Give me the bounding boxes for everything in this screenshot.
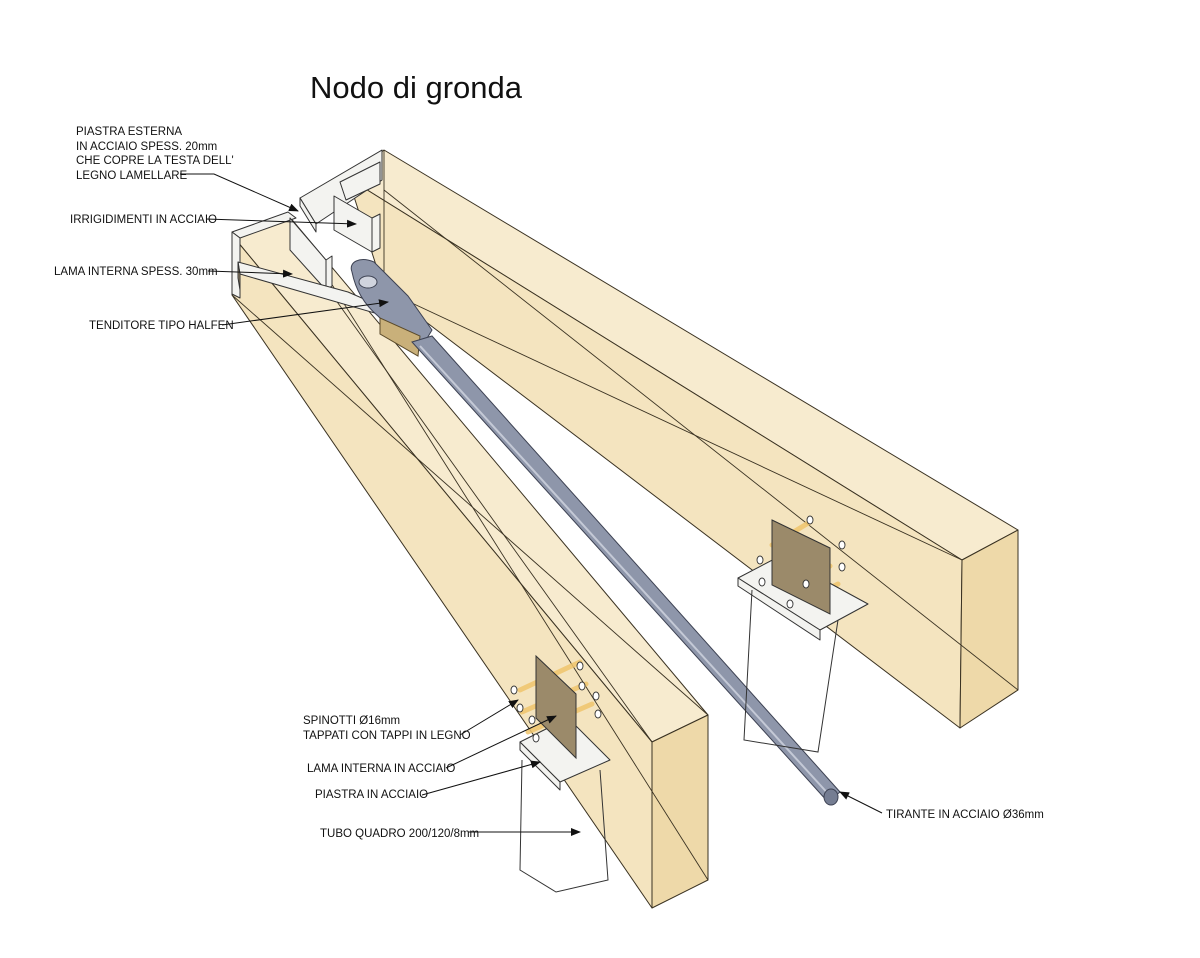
dowel-holes-right	[756, 515, 846, 609]
label-piastra-esterna-line2: IN ACCIAIO SPESS. 20mm	[76, 141, 217, 153]
label-piastra-esterna: PIASTRA ESTERNA IN ACCIAIO SPESS. 20mm C…	[76, 126, 299, 212]
label-lama-interna-spess-text: LAMA INTERNA SPESS. 30mm	[54, 266, 218, 278]
label-piastra-esterna-line3: CHE COPRE LA TESTA DELL'	[76, 155, 234, 167]
dowel-holes-left	[510, 661, 602, 743]
label-irrigidimenti: IRRIGIDIMENTI IN ACCIAIO	[70, 214, 357, 228]
square-tube-right	[743, 589, 839, 753]
internal-blade-right	[771, 519, 831, 615]
leader-irrigidimenti	[205, 218, 357, 228]
leader-piastra	[421, 760, 541, 796]
internal-blade-left	[535, 654, 577, 760]
internal-blade-edge	[237, 261, 241, 291]
external-plate-edge	[299, 197, 317, 233]
label-piastra-esterna-line4: LEGNO LAMELLARE	[76, 170, 188, 182]
left-support-assembly	[510, 654, 611, 893]
label-tenditore-text: TENDITORE TIPO HALFEN	[89, 320, 234, 332]
label-tirante-text: TIRANTE IN ACCIAIO Ø36mm	[886, 809, 1044, 821]
label-irrigidimenti-text: IRRIGIDIMENTI IN ACCIAIO	[70, 214, 217, 226]
cover-plate-rim	[339, 161, 381, 201]
external-plate-left-face	[231, 231, 241, 299]
diagram-title: Nodo di gronda	[310, 70, 523, 105]
label-lama-interna-spess: LAMA INTERNA SPESS. 30mm	[54, 266, 293, 278]
label-tubo: TUBO QUADRO 200/120/8mm	[320, 828, 581, 840]
label-piastra: PIASTRA IN ACCIAIO	[315, 760, 541, 801]
square-tube-left	[519, 759, 609, 893]
leader-lama-interna-spess	[207, 269, 293, 278]
leader-tenditore	[221, 299, 389, 326]
label-lama-interna-text: LAMA INTERNA IN ACCIAIO	[307, 763, 455, 775]
label-tenditore: TENDITORE TIPO HALFEN	[89, 299, 389, 332]
leader-lama-interna	[445, 715, 557, 769]
label-spinotti-line2: TAPPATI CON TAPPI IN LEGNO	[303, 730, 471, 742]
label-lama-interna: LAMA INTERNA IN ACCIAIO	[307, 715, 557, 775]
label-tubo-text: TUBO QUADRO 200/120/8mm	[320, 828, 479, 840]
leader-piastra-esterna	[180, 173, 299, 212]
right-support-assembly	[737, 515, 869, 753]
label-spinotti-line1: SPINOTTI Ø16mm	[303, 715, 400, 727]
label-spinotti: SPINOTTI Ø16mm TAPPATI CON TAPPI IN LEGN…	[303, 699, 519, 742]
label-piastra-esterna-line1: PIASTRA ESTERNA	[76, 126, 182, 138]
label-tirante: TIRANTE IN ACCIAIO Ø36mm	[839, 791, 1044, 821]
steel-base-plate-right-edge	[737, 577, 821, 641]
label-piastra-text: PIASTRA IN ACCIAIO	[315, 789, 428, 801]
leader-tirante	[839, 791, 883, 814]
leader-spinotti	[459, 699, 519, 736]
stiffener-left-edge	[325, 255, 333, 291]
stiffener-right-edge	[371, 213, 381, 253]
